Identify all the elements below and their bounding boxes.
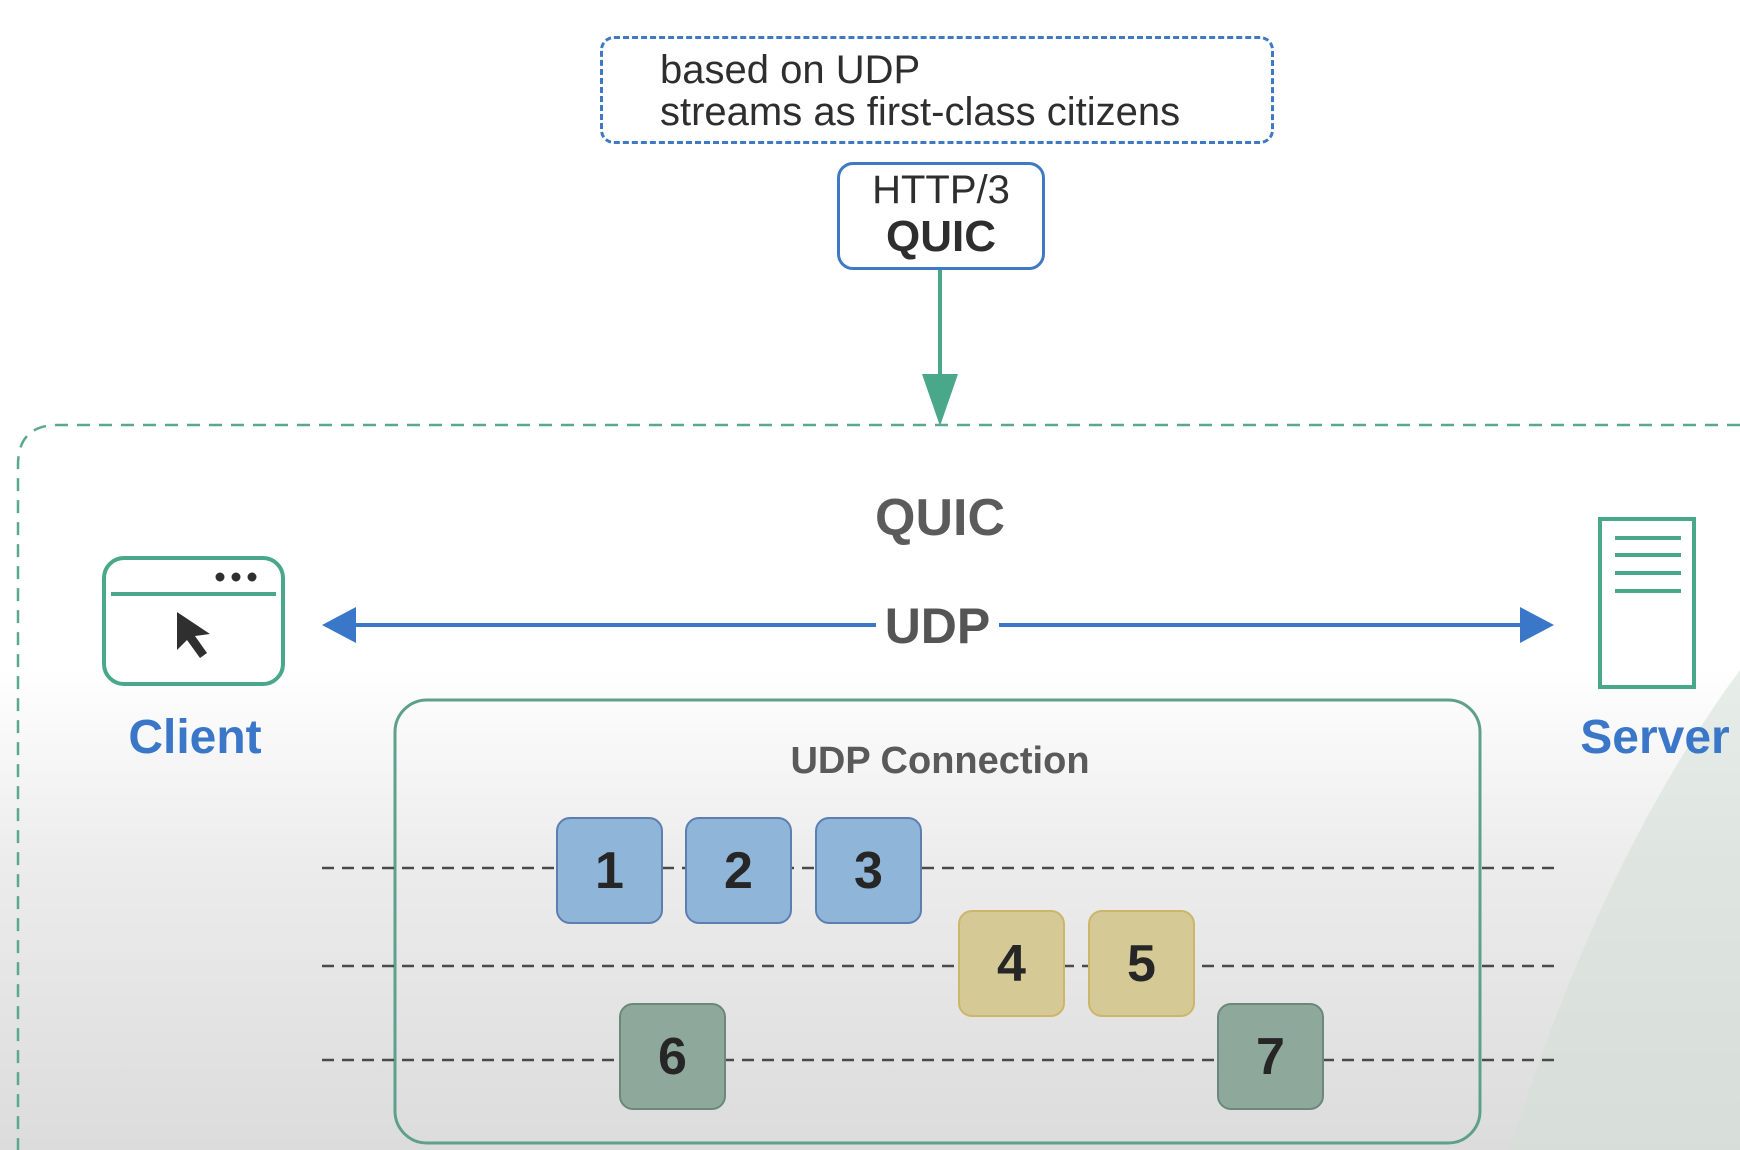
udp-link-label: UDP — [884, 598, 991, 654]
server-label: Server — [1580, 711, 1730, 764]
down-arrow-head — [922, 374, 958, 426]
packet-2: 2 — [685, 817, 792, 924]
client-label: Client — [128, 711, 262, 764]
quic-region-title: QUIC — [875, 489, 1005, 547]
server-icon — [1598, 517, 1696, 689]
packet-3: 3 — [815, 817, 922, 924]
protocol-box — [837, 162, 1045, 270]
packet-1: 1 — [556, 817, 663, 924]
client-browser-icon — [102, 556, 285, 686]
cursor-icon — [177, 612, 210, 658]
udp-double-arrow — [322, 607, 1554, 643]
background-wave — [1510, 670, 1740, 1150]
udp-connection-box — [393, 698, 1482, 1145]
note-box — [600, 36, 1274, 144]
packet-4: 4 — [958, 910, 1065, 1017]
note-line-1: based on UDP — [660, 48, 921, 92]
packet-6: 6 — [619, 1003, 726, 1110]
packet-7: 7 — [1217, 1003, 1324, 1110]
quic-region-border — [16, 423, 1740, 1150]
packet-5: 5 — [1088, 910, 1195, 1017]
protocol-quic-label: QUIC — [886, 212, 996, 261]
udp-connection-title: UDP Connection — [790, 740, 1090, 782]
note-line-2: streams as first-class citizens — [660, 90, 1181, 134]
protocol-http3-label: HTTP/3 — [872, 168, 1010, 212]
